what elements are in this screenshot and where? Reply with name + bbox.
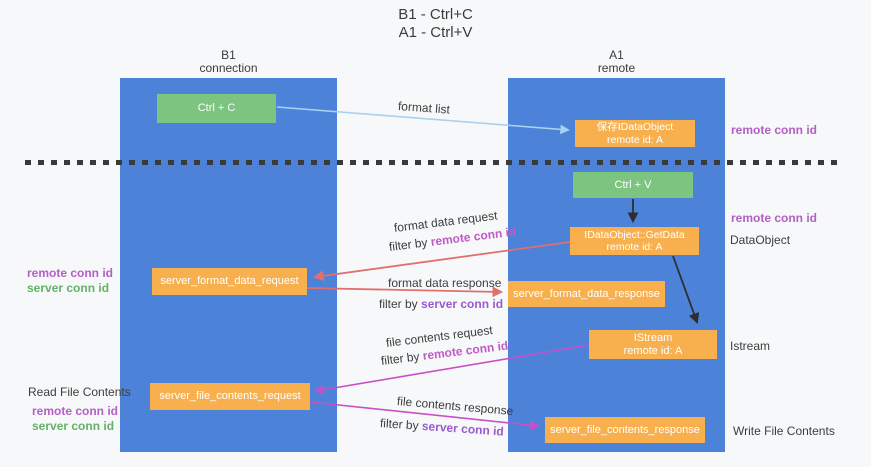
- server-conn-id-text: server conn id: [421, 418, 505, 439]
- server-file-contents-response-box: server_file_contents_response: [545, 417, 705, 443]
- lifeline-a1-subtitle: remote: [597, 61, 636, 75]
- server-format-data-response-box: server_format_data_response: [508, 281, 665, 307]
- read-file-contents-annotation: Read File Contents: [28, 385, 131, 399]
- format-data-response-filter-label: filter by server conn id: [379, 297, 503, 311]
- filter-by-text: filter by: [379, 297, 422, 311]
- server-format-data-request-label: server_format_data_request: [160, 275, 299, 288]
- server-format-data-request-box: server_format_data_request: [152, 268, 307, 295]
- remote-conn-id-annotation: remote conn id: [731, 123, 818, 137]
- ctrl-c-box: Ctrl + C: [157, 94, 276, 123]
- istream-line2: remote id: A: [623, 344, 683, 357]
- file-contents-response-filter-label: filter by server conn id: [380, 416, 505, 439]
- title-line-2: A1 - Ctrl+V: [398, 24, 473, 41]
- filter-by-text: filter by: [388, 234, 432, 254]
- ctrl-c-label: Ctrl + C: [197, 102, 236, 115]
- getdata-line2: remote id: A: [606, 241, 663, 253]
- istream-box: IStream remote id: A: [589, 330, 717, 359]
- file-contents-response-label: file contents response: [396, 394, 514, 419]
- dataobject-annotation: DataObject: [730, 233, 791, 247]
- format-data-response-label: format data response: [388, 276, 502, 290]
- lifeline-header-b1: B1 connection: [120, 49, 337, 75]
- left-conn-id-annotation-top: remote conn id server conn id: [27, 266, 113, 296]
- lifeline-a1-title: A1: [609, 48, 624, 62]
- server-file-contents-request-box: server_file_contents_request: [150, 383, 310, 410]
- server-conn-id-annotation: server conn id: [32, 419, 115, 433]
- server-format-data-response-label: server_format_data_response: [513, 287, 660, 300]
- filter-by-text: filter by: [380, 348, 424, 368]
- saved-idataobject-box: 保存IDataObject remote id: A: [575, 120, 695, 147]
- getdata-line1: IDataObject::GetData: [584, 228, 685, 241]
- istream-annotation: Istream: [730, 339, 771, 353]
- saved-idataobject-line1: 保存IDataObject: [596, 121, 674, 133]
- remote-conn-id-annotation: remote conn id: [32, 404, 119, 418]
- boundary-dashed-line: [25, 160, 838, 165]
- format-list-label: format list: [397, 99, 451, 117]
- idataobject-getdata-box: IDataObject::GetData remote id: A: [570, 227, 699, 255]
- lifeline-header-a1: A1 remote: [508, 49, 725, 75]
- lifeline-b1-subtitle: connection: [199, 61, 258, 75]
- saved-idataobject-line2: remote id: A: [606, 133, 664, 146]
- remote-conn-id-annotation: remote conn id: [731, 211, 818, 225]
- diagram-title: B1 - Ctrl+C A1 - Ctrl+V: [0, 6, 871, 42]
- lifeline-b1-title: B1: [221, 48, 236, 62]
- server-conn-id-annotation: server conn id: [27, 281, 110, 295]
- istream-line1: IStream: [633, 332, 673, 344]
- write-file-contents-annotation: Write File Contents: [733, 424, 835, 438]
- remote-conn-id-annotation: remote conn id: [27, 266, 114, 280]
- title-line-1: B1 - Ctrl+C: [398, 6, 473, 23]
- server-conn-id-text: server conn id: [421, 297, 504, 311]
- server-file-contents-request-label: server_file_contents_request: [159, 390, 301, 403]
- server-file-contents-response-label: server_file_contents_response: [550, 423, 700, 436]
- left-conn-id-annotation-bottom: remote conn id server conn id: [32, 404, 118, 434]
- ctrl-v-box: Ctrl + V: [573, 172, 693, 198]
- filter-by-text: filter by: [379, 416, 423, 433]
- ctrl-v-label: Ctrl + V: [614, 178, 652, 191]
